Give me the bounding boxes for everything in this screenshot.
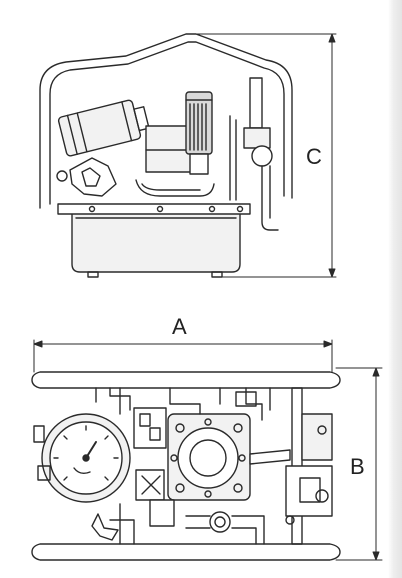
side-view-carry-frame — [39, 33, 293, 209]
top-view-upper-fitting — [235, 391, 257, 407]
dimension-a-arrow-right — [323, 340, 333, 348]
side-view-bolt — [208, 205, 216, 213]
top-view-fitting-left — [37, 465, 51, 481]
side-view-bolt — [236, 205, 244, 213]
side-view-motor — [57, 99, 150, 157]
side-view-valve-star — [81, 167, 101, 187]
top-view-rail-top — [31, 371, 341, 389]
dimension-a-label: A — [172, 314, 187, 339]
side-view-bolt — [88, 205, 96, 213]
top-view-valve-block — [133, 407, 167, 501]
side-view-control-valve — [243, 77, 279, 231]
top-view-rail-bottom — [31, 543, 341, 561]
side-view-fitting — [56, 170, 68, 182]
top-view-manifold — [285, 413, 333, 525]
side-view-base-plate — [57, 203, 251, 215]
dimension-c — [195, 33, 337, 278]
dimension-a-arrow-left — [33, 340, 43, 348]
side-view-foot-left — [87, 271, 99, 278]
side-view-foot-right — [211, 271, 223, 278]
side-view-filter — [185, 91, 213, 175]
side-view — [39, 33, 293, 278]
dimension-b-arrow-bottom — [372, 551, 380, 561]
side-view-bolt — [156, 205, 164, 213]
side-view-hose — [135, 179, 215, 197]
top-view-fitting-left — [33, 425, 45, 443]
dimension-b-arrow-top — [372, 367, 380, 377]
dimension-b-label: B — [350, 454, 365, 479]
page-edge-shadow — [388, 0, 402, 578]
dimension-b — [335, 367, 383, 561]
dimension-a — [33, 339, 333, 373]
motor-flange — [167, 413, 251, 501]
dimension-c-arrow-bottom — [328, 268, 336, 278]
pressure-gauge-dial-mark — [73, 467, 91, 475]
top-view-shaft — [249, 449, 291, 465]
side-view-reservoir — [71, 211, 241, 273]
dimension-c-label: C — [306, 144, 322, 169]
side-view-valve-cluster — [69, 157, 117, 197]
top-view-lower-piping — [91, 499, 265, 545]
top-view — [31, 371, 341, 561]
dimension-c-arrow-top — [328, 33, 336, 43]
pressure-gauge — [41, 413, 131, 503]
